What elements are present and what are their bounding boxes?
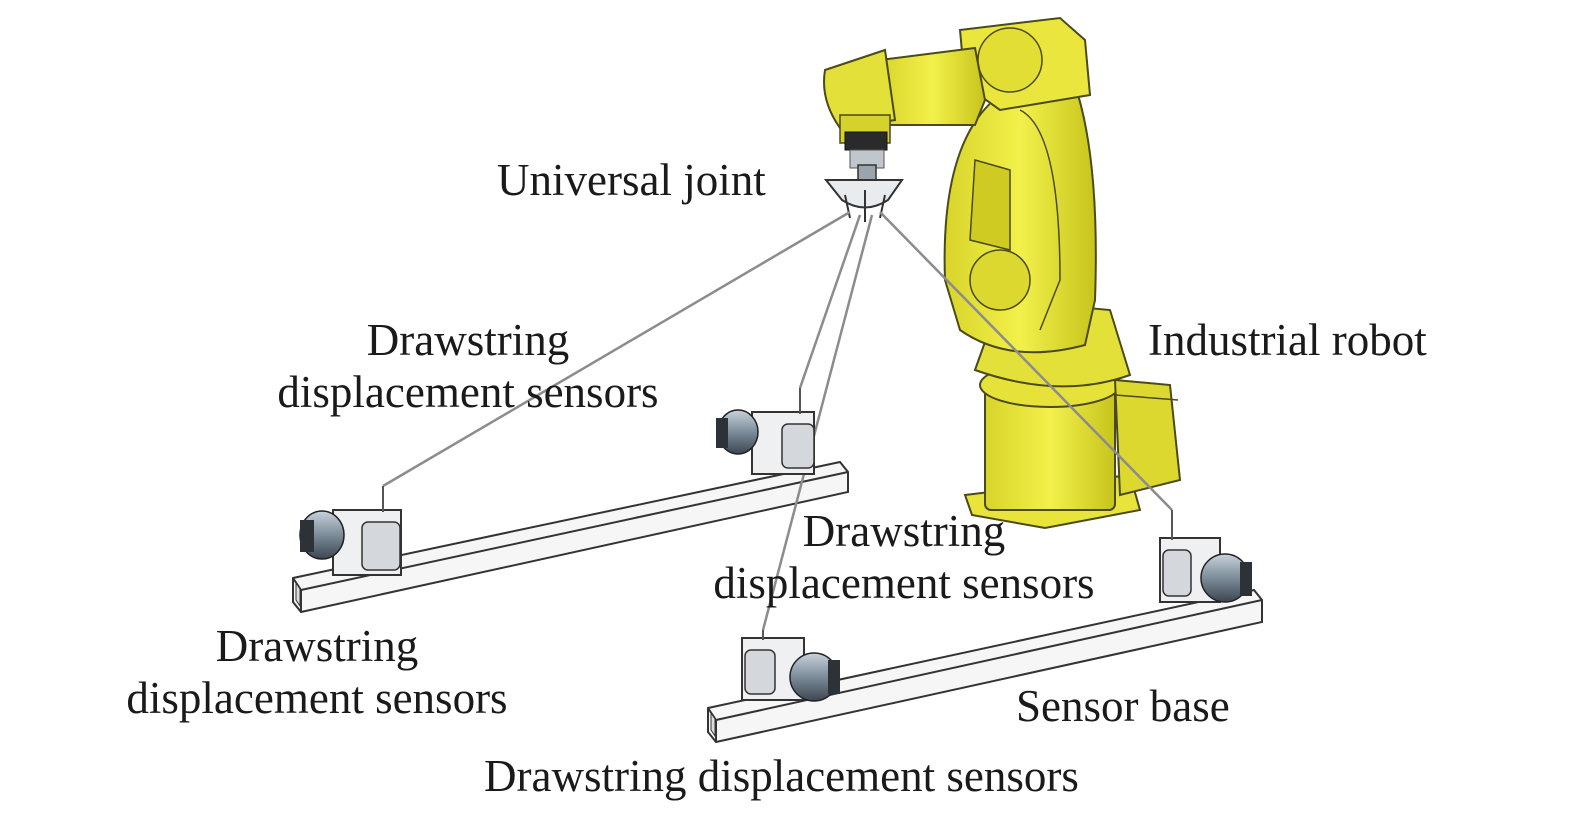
drawstring-sensor-lower-middle [741,630,840,702]
label-line: Drawstring [366,315,570,365]
label-line: displacement sensors [126,673,508,723]
universal-joint [823,164,904,222]
label-line: Drawstring [215,621,419,671]
label-line: Drawstring [802,506,1006,556]
industrial-robot [823,16,1182,530]
drawstring-sensors-label-middle: Drawstring displacement sensors [684,505,1124,609]
drawstring-cables [382,210,1173,631]
industrial-robot-label: Industrial robot [1148,315,1427,365]
drawstring-sensor-upper-middle [716,388,815,475]
drawstring-sensor-left [299,486,402,576]
universal-joint-label: Universal joint [497,155,766,205]
sensor-base-rail-lower [707,588,1263,744]
drawstring-sensors-label-lower-left: Drawstring displacement sensors [97,620,537,724]
drawstring-sensor-right [1159,510,1252,603]
drawstring-sensors-label-upper-left: Drawstring displacement sensors [248,314,688,418]
drawstring-sensors-label-bottom: Drawstring displacement sensors [484,751,1079,801]
label-line: displacement sensors [277,367,659,417]
label-line: displacement sensors [713,558,1095,608]
sensor-base-label: Sensor base [1016,681,1230,731]
